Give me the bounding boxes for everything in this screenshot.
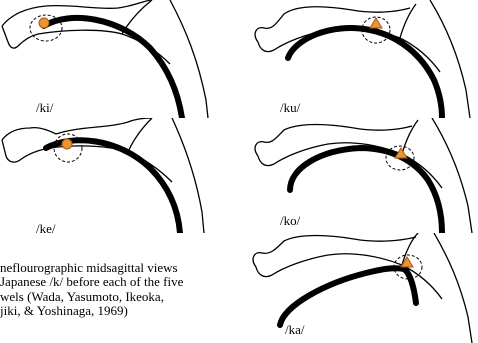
panel-label-ki: /ki/ [36, 101, 53, 115]
tongue-contour [46, 140, 180, 233]
caption-line-4: jiki, & Yoshinaga, 1969) [0, 304, 280, 318]
tongue-contour [44, 18, 182, 118]
caption-line-2: Japanese /k/ before each of the five [0, 275, 280, 289]
articulation-marker [62, 139, 72, 149]
tongue-contour [290, 148, 442, 233]
caption-line-1: neflourographic midsagittal views [0, 261, 280, 275]
panel-label-ku: /ku/ [280, 101, 300, 115]
panel-ke-diagram [0, 118, 215, 233]
tongue-contour [288, 28, 442, 118]
panel-label-ka: /ka/ [285, 323, 305, 337]
panel-label-ke: /ke/ [36, 222, 56, 236]
panel-ki-diagram [0, 0, 215, 118]
panel-label-ko: /ko/ [280, 214, 300, 228]
figure-caption: neflourographic midsagittal views Japane… [0, 261, 280, 318]
palate-outline [2, 118, 204, 233]
tongue-contour [280, 268, 416, 325]
articulation-marker [39, 18, 49, 28]
articulation-marker [370, 18, 382, 28]
caption-line-3: wels (Wada, Yasumoto, Ikeoka, [0, 290, 280, 304]
